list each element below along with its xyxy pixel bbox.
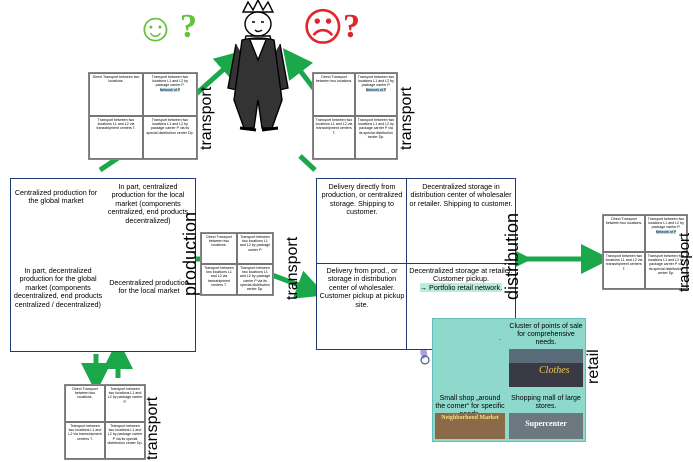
distribution-retailer-pickup: Decentralized storage at retailer. Custo… bbox=[409, 266, 513, 292]
transport-label-top-right: transport bbox=[398, 86, 415, 150]
transshipment-cell: Transport between two locations L1 and L… bbox=[65, 422, 105, 459]
direct-transport-cell: Direct Transport between two locations. bbox=[201, 233, 237, 264]
arrow-to-distribution bbox=[271, 270, 327, 299]
production-partly-centralized-local: In part, centralized production for the … bbox=[107, 182, 189, 225]
transshipment-cell: Transport between two locations L1 and L… bbox=[89, 116, 143, 159]
clothes-sign: Clothes bbox=[539, 365, 570, 376]
distribution-decentralized-storage: Decentralized storage in distribution ce… bbox=[409, 182, 513, 208]
transshipment-cell: Transport between two locations L1 and L… bbox=[313, 116, 355, 159]
cluster-photo: Clothes bbox=[509, 349, 583, 387]
production-decentralized-local: Decentralized production for the local m… bbox=[109, 278, 189, 296]
production-centralized-global: Centralized production for the global ma… bbox=[14, 188, 98, 206]
transshipment-cell: Transport between two locations L1 and L… bbox=[603, 252, 645, 289]
transport-options-box-middle: Direct Transport between two locations. … bbox=[200, 232, 274, 296]
retail-cluster-text: Cluster of points of sale for comprehens… bbox=[509, 323, 583, 346]
transport-label-top-left: transport bbox=[198, 86, 215, 150]
retail-portfolio-box: . Cluster of points of sale for comprehe… bbox=[432, 318, 586, 442]
special-distribution-cell: Transport between two locations L1 and L… bbox=[355, 116, 397, 159]
carrier-transport-cell: Transport between two locations L1 and L… bbox=[237, 233, 273, 264]
carrier-transport-cell: Transport between two locations L1 and L… bbox=[355, 73, 397, 116]
transshipment-cell: Transport between two locations L1 and L… bbox=[201, 264, 237, 295]
direct-transport-cell: Direct Transport between two locations. bbox=[313, 73, 355, 116]
sad-question-mark: ? bbox=[343, 8, 360, 45]
happy-question-mark: ? bbox=[180, 8, 197, 45]
sad-face-icon: ☹ bbox=[302, 6, 344, 50]
retail-label: retail bbox=[585, 349, 602, 384]
transport-label-middle: transport bbox=[284, 236, 301, 300]
distribution-pickup-site: Delivery from prod., or storage in distr… bbox=[319, 266, 405, 309]
neighborhood-sign: Neighborhood Market bbox=[441, 415, 499, 421]
direct-transport-cell: Direct Transport between two locations. bbox=[89, 73, 143, 116]
supercenter-photo: Supercenter bbox=[509, 413, 583, 439]
special-distribution-cell: Transport between two locations L1 and L… bbox=[143, 116, 197, 159]
transport-options-box-top-right: Direct Transport between two locations. … bbox=[312, 72, 398, 160]
carrier-transport-cell: Transport between two locations L1 and L… bbox=[143, 73, 197, 116]
arrow-dist-transport bbox=[298, 154, 317, 172]
arrow-to-king-left bbox=[194, 49, 246, 96]
special-distribution-cell: Transport between two locations L1 and L… bbox=[105, 422, 145, 459]
special-distribution-cell: Transport between two locations L1 and L… bbox=[645, 252, 687, 289]
production-partly-decentralized-global: In part, decentralized production for th… bbox=[13, 266, 103, 309]
retail-partial-text: . bbox=[499, 335, 501, 342]
production-label: production bbox=[180, 211, 200, 296]
transport-label-right: transport bbox=[676, 232, 693, 292]
happy-face-icon: ☺ bbox=[135, 6, 176, 50]
special-distribution-cell: Transport between two locations L1 and L… bbox=[237, 264, 273, 295]
carrier-transport-cell: Transport between two locations L1 and L… bbox=[105, 385, 145, 422]
carrier-transport-cell: Transport between two locations L1 and L… bbox=[645, 215, 687, 252]
neighborhood-market-photo: Neighborhood Market bbox=[435, 413, 505, 439]
production-panel: Centralized production for the global ma… bbox=[10, 178, 196, 352]
transport-options-box-top-left: Direct Transport between two locations. … bbox=[88, 72, 198, 160]
king-illustration bbox=[227, 0, 289, 132]
transport-options-box-bottom: Direct Transport between two locations. … bbox=[64, 384, 146, 460]
portfolio-retail-link: → Portfolio retail network. bbox=[419, 282, 503, 292]
transport-options-box-right: Direct Transport between two locations. … bbox=[602, 214, 688, 290]
retail-mall-text: Shopping mall of large stores. bbox=[511, 395, 581, 410]
direct-transport-cell: Direct Transport between two locations. bbox=[603, 215, 645, 252]
distribution-label: distribution bbox=[502, 212, 522, 300]
supercenter-sign: Supercenter bbox=[525, 419, 567, 428]
distribution-panel: Delivery directly from production, or ce… bbox=[316, 178, 516, 350]
transport-label-bottom: transport bbox=[144, 396, 161, 460]
direct-transport-cell: Direct Transport between two locations. bbox=[65, 385, 105, 422]
distribution-direct-delivery: Delivery directly from production, or ce… bbox=[321, 182, 403, 217]
